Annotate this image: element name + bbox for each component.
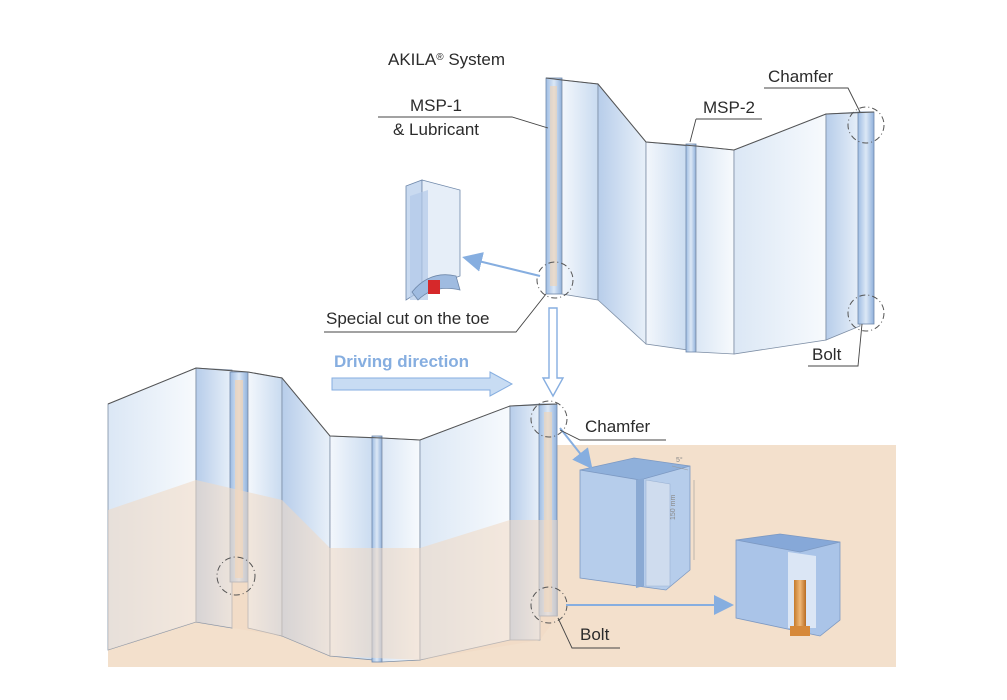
bottom-sheet-pile-wall xyxy=(107,367,568,663)
special-cut-detail xyxy=(405,179,461,301)
chamfer-highlight-bottom xyxy=(530,400,568,438)
system-suffix: System xyxy=(448,50,505,69)
system-name: AKILA xyxy=(388,50,437,69)
callout-lines xyxy=(324,87,863,649)
system-title: AKILA® System xyxy=(388,50,505,70)
dimension-angle: 5° xyxy=(676,457,683,464)
label-bolt-top: Bolt xyxy=(812,345,842,364)
chamfer-detail xyxy=(579,457,695,591)
chamfer-highlight-top xyxy=(847,106,885,144)
special-cut-red-mark xyxy=(428,280,440,294)
label-special-cut: Special cut on the toe xyxy=(326,309,490,328)
label-chamfer-top: Chamfer xyxy=(768,67,834,86)
label-chamfer-bottom: Chamfer xyxy=(585,417,651,436)
bolt-detail xyxy=(735,533,841,637)
registered-mark: ® xyxy=(436,52,444,63)
special-cut-highlight xyxy=(536,261,574,299)
label-lubricant: & Lubricant xyxy=(393,120,479,139)
label-msp1: MSP-1 xyxy=(410,96,462,115)
label-bolt-bottom: Bolt xyxy=(580,625,610,644)
bolt-orange-body xyxy=(794,580,806,630)
top-sheet-pile-wall xyxy=(536,77,885,355)
driving-direction-arrow xyxy=(331,371,514,397)
bolt-highlight-top xyxy=(847,294,885,332)
dimension-length: 150 mm xyxy=(670,494,677,520)
insertion-arrow xyxy=(541,307,565,398)
label-msp2: MSP-2 xyxy=(703,98,755,117)
label-driving-direction: Driving direction xyxy=(334,352,470,371)
bolt-highlight-left xyxy=(216,556,256,596)
